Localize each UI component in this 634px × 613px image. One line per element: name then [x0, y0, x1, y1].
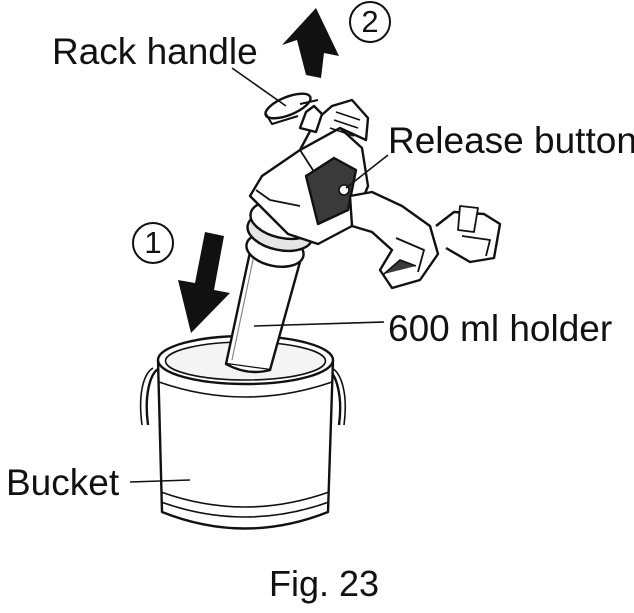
down-arrow-icon — [178, 232, 230, 333]
step-2-badge: 2 — [349, 1, 391, 43]
figure-caption: Fig. 23 — [269, 563, 380, 604]
leader-rack-handle — [231, 67, 287, 107]
bucket — [139, 334, 347, 530]
bucket-body — [156, 358, 335, 530]
rack-handle-label: Rack handle — [52, 31, 258, 72]
step-1-badge: 1 — [132, 222, 174, 264]
leader-lines — [129, 67, 389, 483]
leader-holder — [253, 321, 385, 327]
leader-release-button — [345, 154, 389, 189]
up-arrow-icon — [282, 8, 339, 78]
rack-handle — [264, 92, 324, 134]
leader-bucket — [129, 479, 191, 483]
holder-label: 600 ml holder — [388, 308, 613, 349]
release-button-label: Release button — [388, 120, 634, 161]
bucket-label: Bucket — [6, 462, 120, 503]
caulking-gun — [245, 98, 502, 290]
